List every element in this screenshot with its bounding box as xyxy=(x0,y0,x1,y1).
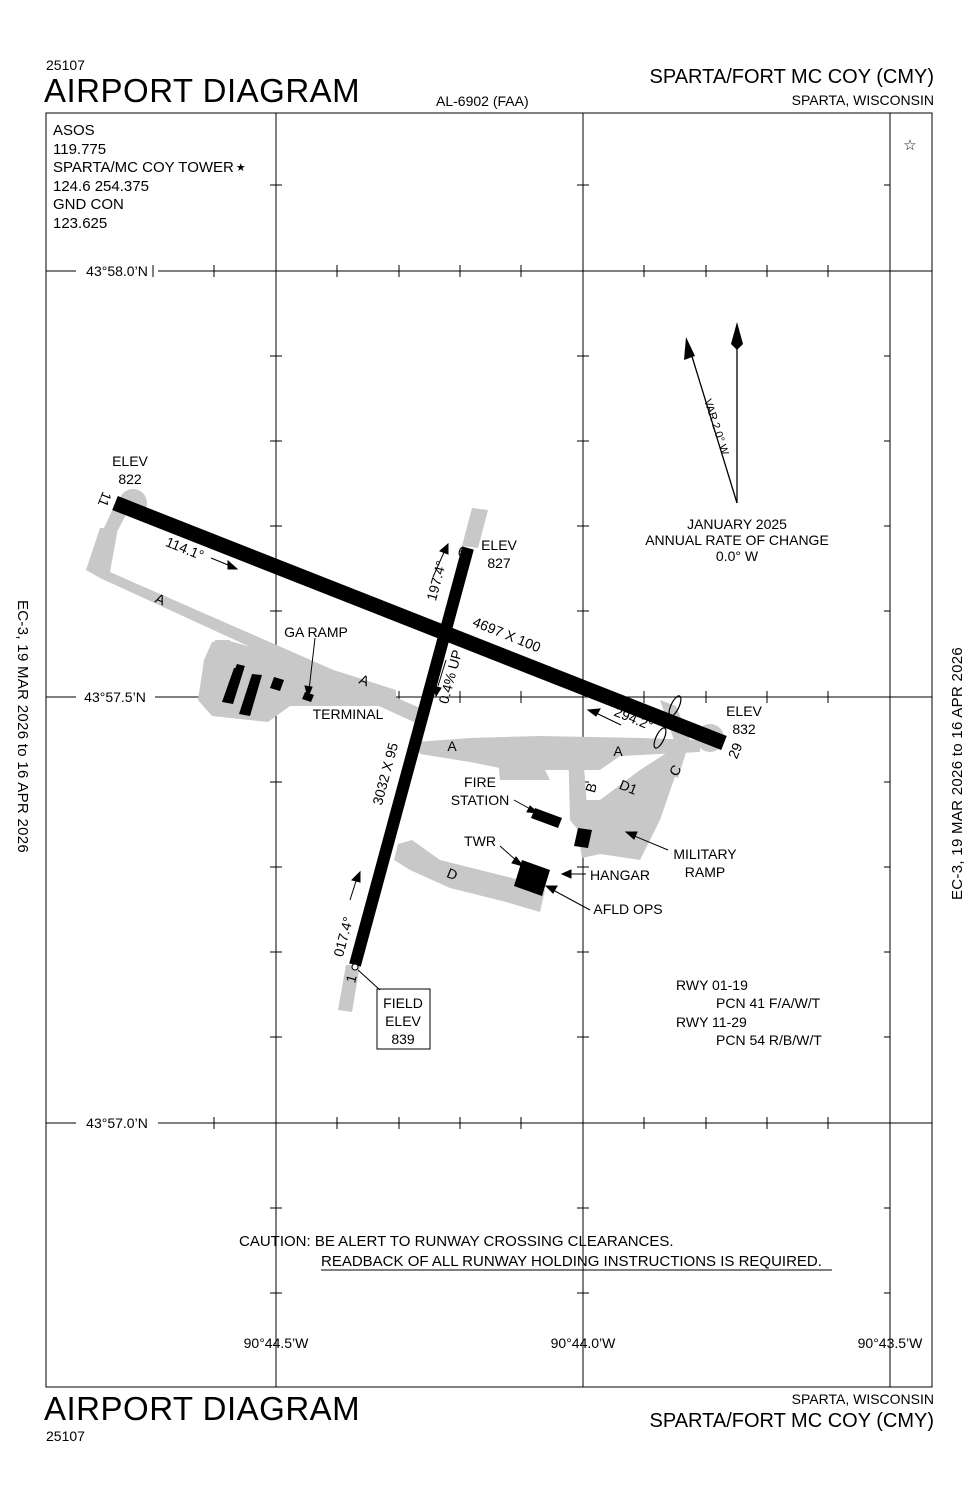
elev-value-rwy19: 827 xyxy=(487,555,511,571)
tower-line: SPARTA/MC COY TOWER★ xyxy=(53,159,246,178)
runway-01-19 xyxy=(349,546,474,967)
pcn-value-11-29: PCN 54 R/B/W/T xyxy=(716,1032,822,1048)
longitude-left: 90°44.5’W xyxy=(244,1335,310,1351)
heading-017: 017.4° xyxy=(330,915,356,958)
ground-control-label: GND CON xyxy=(53,196,124,213)
pcn-runway-11-29: RWY 11-29 xyxy=(676,1014,747,1030)
taxiway-a-east-polygon xyxy=(416,736,700,776)
caution-line-1: CAUTION: BE ALERT TO RUNWAY CROSSING CLE… xyxy=(239,1233,674,1250)
elev-label-rwy29: ELEV xyxy=(726,703,762,719)
elev-label-rwy19: ELEV xyxy=(481,537,517,553)
footer-airport-name: SPARTA/FORT MC COY (CMY) xyxy=(649,1410,934,1432)
runway-end-11: 11 xyxy=(95,490,115,510)
fire-station-label-1: FIRE xyxy=(464,774,496,790)
star-icon: ★ xyxy=(235,162,246,174)
runway-end-1: 1 xyxy=(342,973,360,985)
heading-197: 197.4° xyxy=(423,559,449,602)
airport-name: SPARTA/FORT MC COY (CMY) xyxy=(649,66,934,88)
asos-frequency: 119.775 xyxy=(53,140,107,158)
taxiway-d-polygon xyxy=(394,840,545,912)
field-elev-line1: FIELD xyxy=(383,995,423,1011)
procedure-number: 25107 xyxy=(46,57,85,73)
latitude-middle: 43°57.5’N xyxy=(84,689,146,705)
longitude-right: 90°43.5’W xyxy=(858,1335,924,1351)
field-elevation-box xyxy=(376,988,431,1050)
magnetic-north-line xyxy=(689,349,738,504)
tower-frequency: 124.6 254.375 xyxy=(53,177,149,195)
north-arrows xyxy=(684,322,743,504)
fire-station-apron xyxy=(498,760,550,780)
latitude-top: 43°58.0’N xyxy=(86,263,148,279)
magnetic-rate-value: 0.0° W xyxy=(716,548,759,564)
taxiway-b-label: B xyxy=(582,781,600,794)
military-ramp-label-1: MILITARY xyxy=(673,846,737,862)
fire-station-label-2: STATION xyxy=(451,792,510,808)
field-elev-value: 839 xyxy=(391,1031,415,1047)
hot-spot-symbols xyxy=(653,695,682,749)
footer-chart-title: AIRPORT DIAGRAM xyxy=(44,1390,361,1427)
rwy1-approach-pavement xyxy=(338,965,360,1012)
runway-end-19: 19 xyxy=(456,543,475,563)
magnetic-variation-label: VAR 2.0° W xyxy=(701,398,731,457)
asos-label: ASOS xyxy=(53,122,95,139)
ga-ramp-label: GA RAMP xyxy=(284,624,348,640)
hot-spot-1 xyxy=(668,695,682,717)
ga-hangar-1 xyxy=(222,668,244,704)
beacon-star-icon: ☆ xyxy=(903,137,916,154)
taxiway-a-label-mil: A xyxy=(613,743,623,759)
diagram-labels: ELEV 822 ELEV 827 ELEV 832 FIELD ELEV 83… xyxy=(84,263,923,1351)
runways xyxy=(112,496,727,967)
rwy19-overrun-pavement xyxy=(462,508,488,548)
field-elevation-point xyxy=(351,963,359,971)
footer-procedure-number: 25107 xyxy=(46,1428,85,1444)
ground-control-frequency: 123.625 xyxy=(53,214,108,232)
taxiway-a-label-east: A xyxy=(447,738,457,754)
leader-lines xyxy=(210,542,669,911)
communications-block: ASOS 119.775 SPARTA/MC COY TOWER★ 124.6 … xyxy=(53,122,246,233)
magnetic-north-arrowhead xyxy=(684,337,695,360)
terminal-label: TERMINAL xyxy=(313,706,384,722)
true-north-arrowhead xyxy=(731,322,743,350)
elev-label-rwy11: ELEV xyxy=(112,453,148,469)
afld-ops-building xyxy=(514,860,550,896)
runway-end-29: 29 xyxy=(725,740,746,761)
taxiway-b-polygon xyxy=(568,740,588,830)
hot-spot-2 xyxy=(653,727,667,749)
field-elev-line2: ELEV xyxy=(385,1013,421,1029)
ga-hangar-2 xyxy=(239,674,262,716)
chart-title: AIRPORT DIAGRAM xyxy=(44,72,361,109)
runway-11-29 xyxy=(112,496,727,750)
latitude-bottom: 43°57.0’N xyxy=(86,1115,148,1131)
taxiway-d1-label: D1 xyxy=(617,776,640,798)
caution-line-2: READBACK OF ALL RUNWAY HOLDING INSTRUCTI… xyxy=(321,1253,822,1270)
pcn-runway-01-19: RWY 01-19 xyxy=(676,977,748,993)
taxiways-and-ramps xyxy=(86,489,724,1012)
tower-label: SPARTA/MC COY TOWER xyxy=(53,159,234,176)
ga-hangar-3 xyxy=(270,677,284,691)
ga-small-building xyxy=(234,664,245,673)
longitude-middle: 90°44.0’W xyxy=(551,1335,617,1351)
footer-city-state: SPARTA, WISCONSIN xyxy=(791,1391,934,1407)
ga-ramp-vertical xyxy=(206,640,230,710)
chart-id: AL-6902 (FAA) xyxy=(436,93,529,109)
elev-value-rwy11: 822 xyxy=(118,471,142,487)
elev-value-rwy29: 832 xyxy=(732,721,756,737)
hangar-building xyxy=(574,828,592,848)
tower-label: TWR xyxy=(464,833,496,849)
magnetic-date: JANUARY 2025 xyxy=(687,516,787,532)
military-ramp-label-2: RAMP xyxy=(685,864,725,880)
hangar-label: HANGAR xyxy=(590,867,650,883)
city-state: SPARTA, WISCONSIN xyxy=(791,92,934,108)
afld-ops-label: AFLD OPS xyxy=(593,901,662,917)
magnetic-rate-label: ANNUAL RATE OF CHANGE xyxy=(645,532,829,548)
military-ramp-polygon xyxy=(570,752,680,860)
pcn-value-01-19: PCN 41 F/A/W/T xyxy=(716,995,821,1011)
